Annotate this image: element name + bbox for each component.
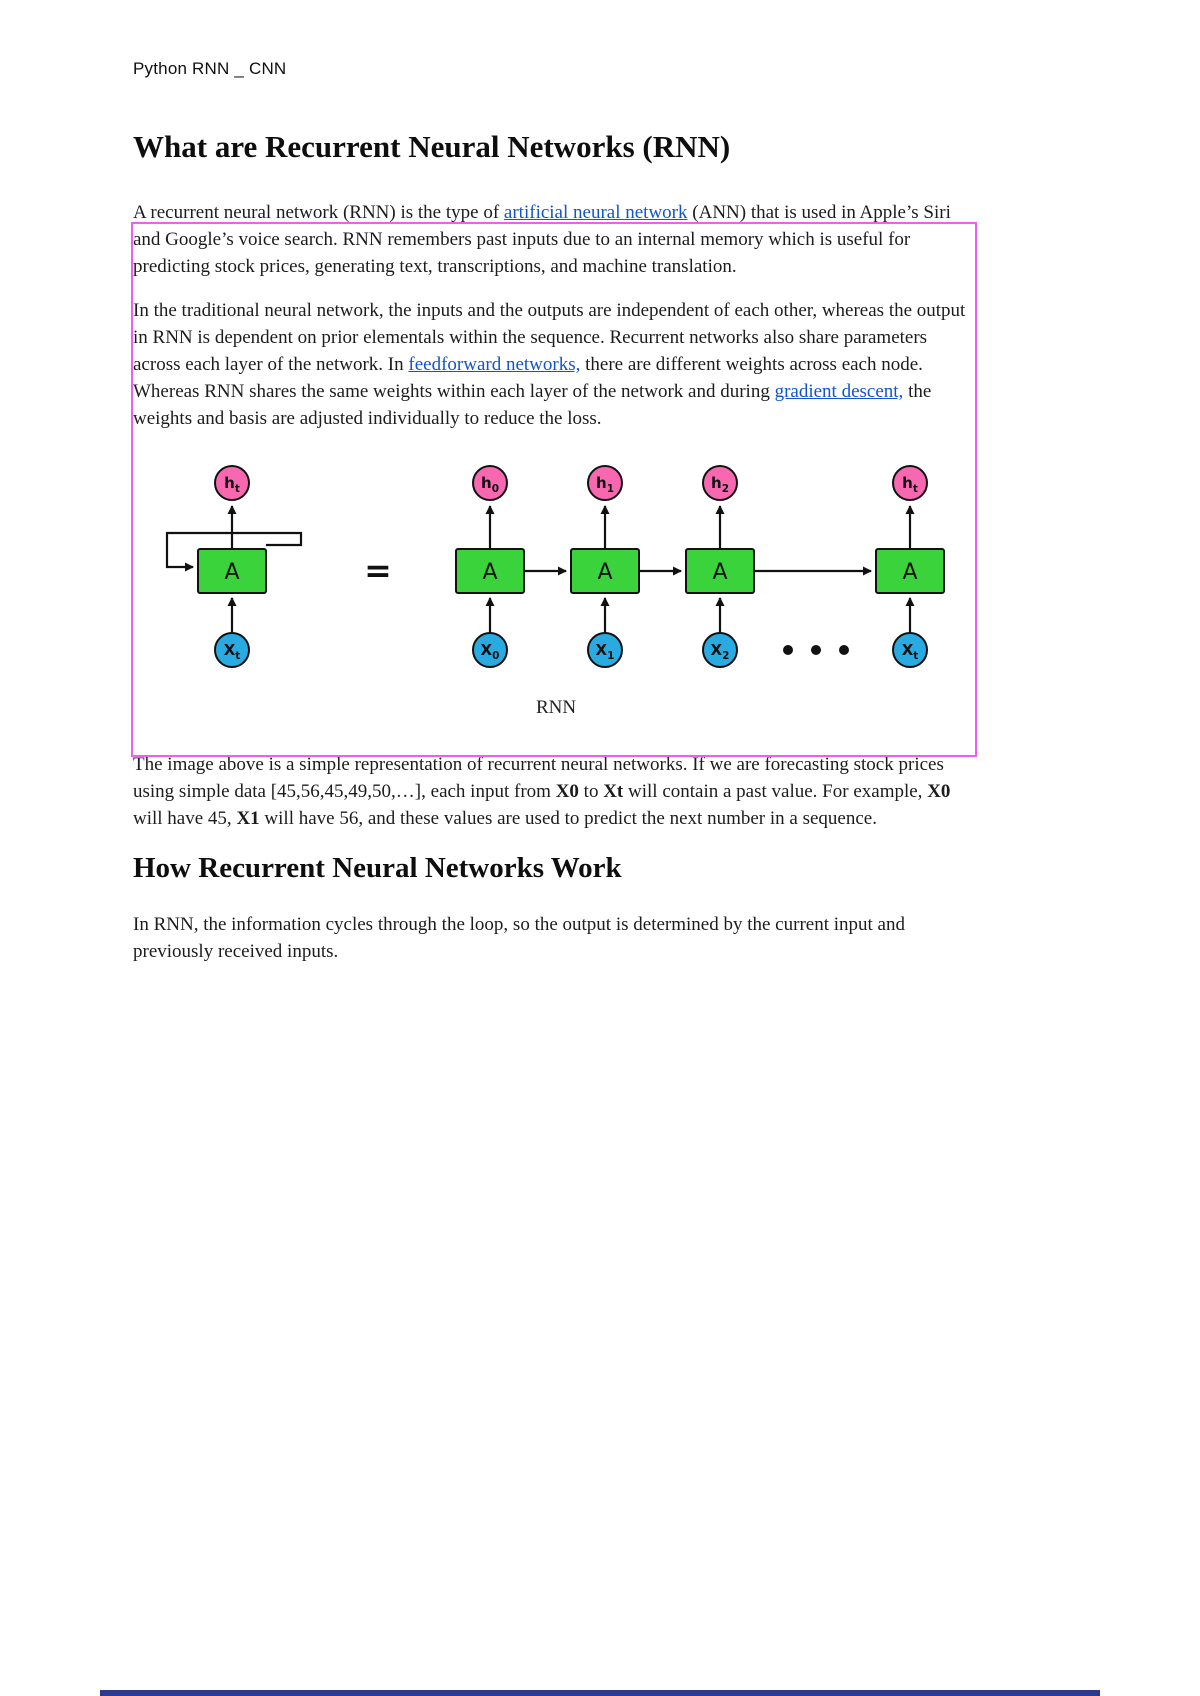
hidden-state-node-2 bbox=[702, 465, 738, 501]
a0-label: A bbox=[482, 560, 497, 585]
a2-label: A bbox=[712, 560, 727, 585]
hidden-state-node-rolled bbox=[214, 465, 250, 501]
a1-label: A bbox=[597, 560, 612, 585]
paragraph-image-explanation: The image above is a simple representati… bbox=[133, 754, 951, 829]
link-gradient-descent[interactable]: gradient descent, bbox=[774, 381, 904, 402]
rnn-diagram: ht A Xt = h0 A X0 bbox=[165, 465, 945, 668]
ht-label-unrolled: ht bbox=[902, 474, 918, 495]
input-node-0 bbox=[472, 632, 508, 668]
unrolled-unit-t: ht A Xt bbox=[875, 465, 945, 668]
xt-label-rolled: Xt bbox=[224, 641, 241, 662]
bottom-page-bar bbox=[100, 1690, 1100, 1696]
ht-label-rolled: ht bbox=[224, 474, 240, 495]
unrolled-unit-0: h0 A X0 bbox=[455, 465, 525, 668]
page-content: Python RNN _ CNN What are Recurrent Neur… bbox=[133, 59, 966, 962]
unrolled-unit-2: h2 A X2 bbox=[685, 465, 755, 668]
paragraph-traditional-vs-rnn: In the traditional neural network, the i… bbox=[133, 300, 966, 429]
hidden-state-node-0 bbox=[472, 465, 508, 501]
input-node-t bbox=[892, 632, 928, 668]
hidden-state-node-1 bbox=[587, 465, 623, 501]
recurrent-loop-arrow bbox=[165, 531, 303, 572]
x0-label: X0 bbox=[481, 641, 500, 662]
doc-header-title: Python RNN _ CNN bbox=[133, 59, 287, 78]
h2-label: h2 bbox=[711, 474, 729, 495]
cell-a-rolled bbox=[197, 548, 267, 594]
diagram-caption: RNN bbox=[535, 697, 577, 718]
input-node-rolled bbox=[214, 632, 250, 668]
input-node-2 bbox=[702, 632, 738, 668]
unrolled-unit-1: h1 A X1 bbox=[570, 465, 640, 668]
at-label: A bbox=[902, 560, 917, 585]
link-feedforward-networks[interactable]: feedforward networks, bbox=[408, 354, 581, 375]
cell-a-t bbox=[875, 548, 945, 594]
link-artificial-neural-network[interactable]: artificial neural network bbox=[503, 202, 688, 223]
x1-label: X1 bbox=[596, 641, 615, 662]
ellipsis-dots bbox=[783, 645, 849, 655]
rolled-rnn-unit: ht A Xt bbox=[165, 465, 303, 668]
x2-label: X2 bbox=[711, 641, 730, 662]
heading-what-are-rnn: What are Recurrent Neural Networks (RNN) bbox=[133, 129, 731, 164]
hidden-state-node-t bbox=[892, 465, 928, 501]
equals-sign: = bbox=[364, 551, 392, 590]
paragraph-how-rnn-work-intro: In RNN, the information cycles through t… bbox=[133, 914, 905, 962]
a-label-rolled: A bbox=[224, 560, 239, 585]
xt-label-unrolled: Xt bbox=[902, 641, 919, 662]
heading-how-rnn-work: How Recurrent Neural Networks Work bbox=[133, 852, 622, 884]
h0-label: h0 bbox=[481, 474, 499, 495]
h1-label: h1 bbox=[596, 474, 614, 495]
input-node-1 bbox=[587, 632, 623, 668]
paragraph-rnn-intro: A recurrent neural network (RNN) is the … bbox=[133, 202, 951, 277]
